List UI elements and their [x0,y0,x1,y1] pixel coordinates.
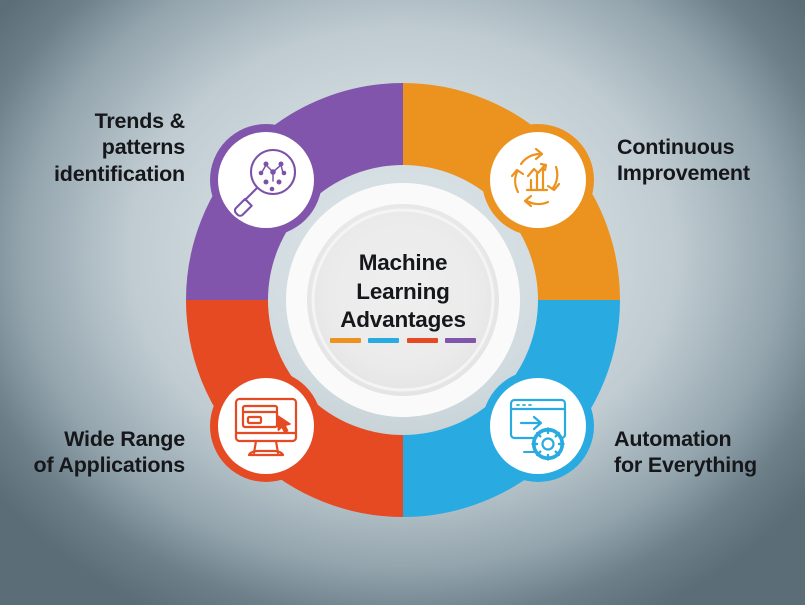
center-title: Machine Learning Advantages [303,249,503,335]
badge-wide-range[interactable] [210,370,322,482]
accent-dash-orange [330,338,361,343]
badge-trends[interactable] [210,124,322,236]
center-disc [307,204,499,396]
badge-automation[interactable] [482,370,594,482]
accent-dashes [330,338,476,343]
label-wide-range-of-applications: Wide Range of Applications [33,427,186,478]
center-title-line-3: Advantages [340,307,466,333]
monitor-gear-icon [509,398,567,461]
center-title-line-1: Machine [358,250,448,275]
center-disc-outline [311,208,495,392]
label-automation-for-everything: Automation for Everything [614,427,757,478]
magnifier-network-icon [233,148,297,217]
accent-dash-purple [444,338,476,343]
accent-dash-blue [368,338,400,343]
accent-dash-red [406,338,438,343]
badge-continuous[interactable] [482,124,594,236]
center-title-line-2: Learning [356,278,450,304]
label-trends-patterns-identification: Trends & patterns identification [54,109,185,186]
label-continuous-improvement: Continuous Improvement [617,135,750,186]
refresh-bar-chart-icon [510,147,561,208]
monitor-cursor-icon [234,397,298,457]
